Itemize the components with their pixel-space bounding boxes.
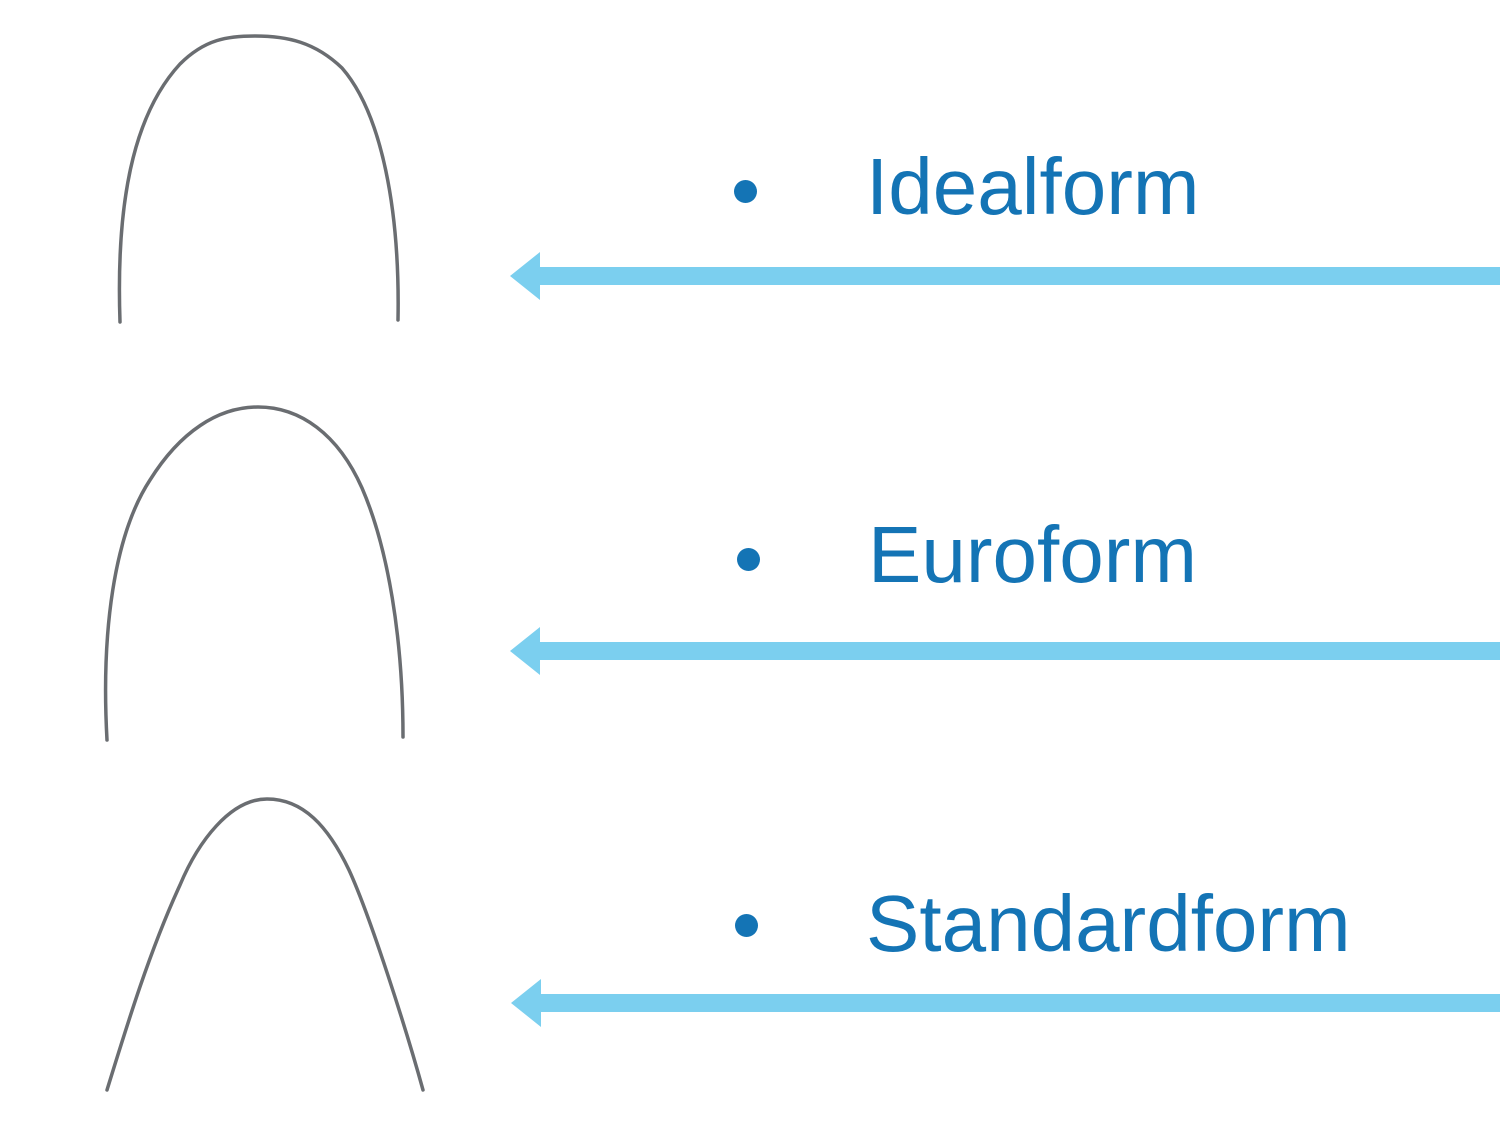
left-arrow-icon bbox=[510, 252, 1500, 300]
label-standardform: Standardform bbox=[866, 879, 1351, 968]
label-idealform: Idealform bbox=[866, 142, 1200, 231]
left-arrow-icon bbox=[510, 627, 1500, 675]
label-euroform: Euroform bbox=[868, 510, 1197, 599]
archwire-standardform-drawing bbox=[105, 797, 425, 1092]
bullet-icon bbox=[737, 548, 760, 571]
left-arrow-icon bbox=[511, 979, 1500, 1027]
archwire-euroform-drawing bbox=[103, 405, 405, 742]
bullet-icon bbox=[735, 914, 758, 937]
bullet-icon bbox=[734, 180, 757, 203]
archwire-idealform-drawing bbox=[117, 34, 400, 324]
